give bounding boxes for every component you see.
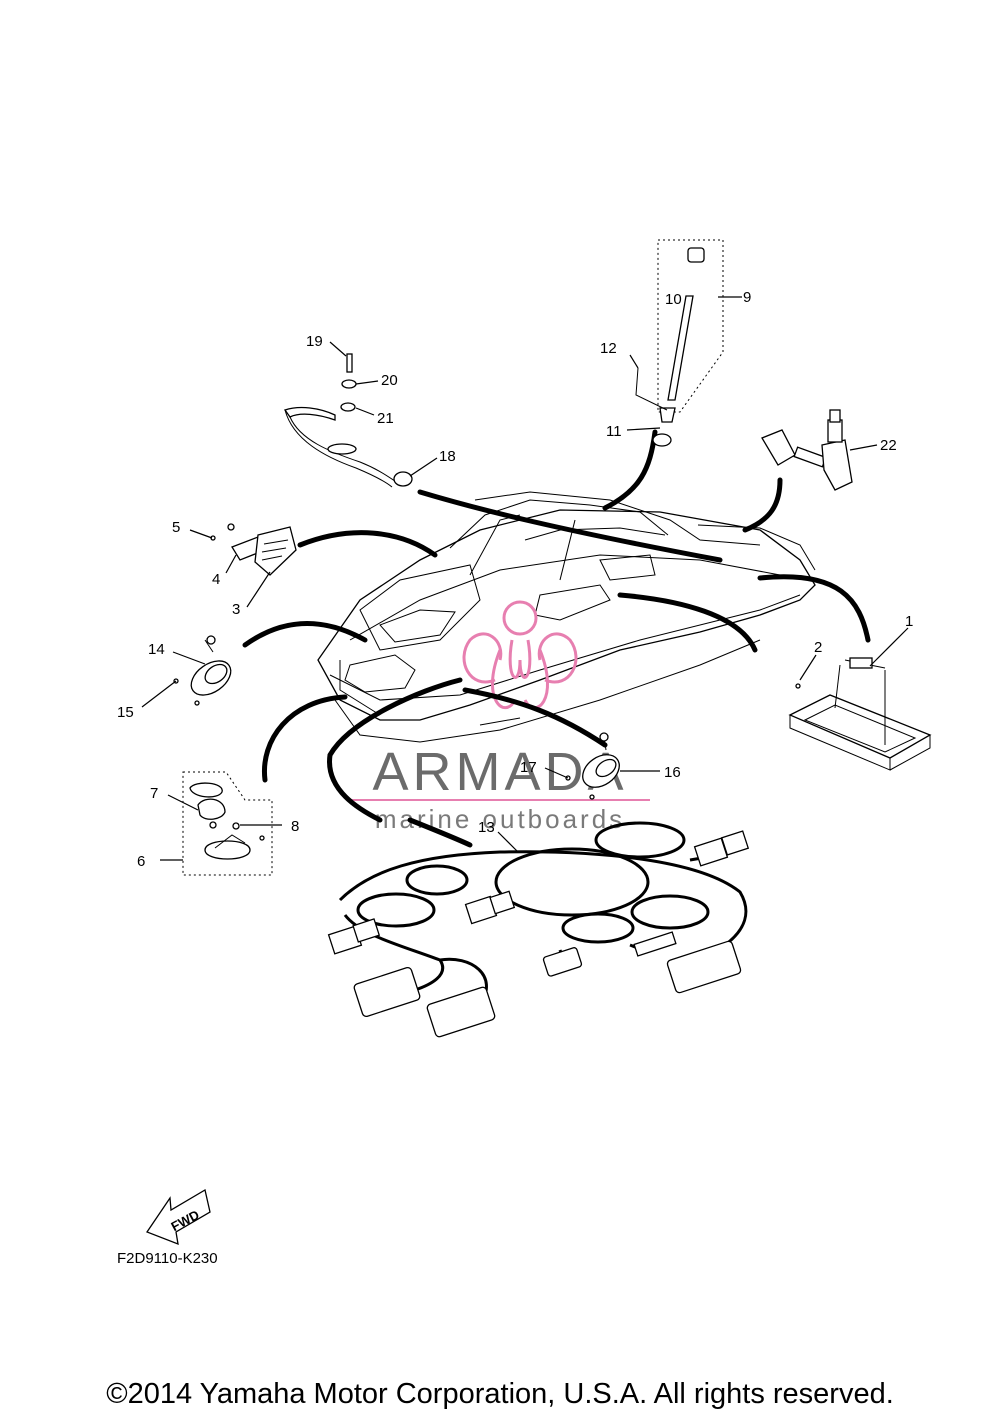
callout-21: 21 xyxy=(377,410,394,427)
callout-11: 11 xyxy=(606,423,622,440)
octopus-logo xyxy=(462,600,578,710)
battery-box xyxy=(788,657,932,771)
armada-watermark: ARMADA marine outboards xyxy=(350,600,650,834)
callout-14: 14 xyxy=(148,641,165,658)
drain-hose-assembly xyxy=(283,353,413,488)
callout-19: 19 xyxy=(306,333,323,350)
switch-assembly xyxy=(182,771,273,876)
callout-3: 3 xyxy=(232,601,240,618)
callout-15: 15 xyxy=(117,704,134,721)
fwd-arrow-icon: FWD xyxy=(146,1188,211,1246)
harness-connectors xyxy=(327,830,750,1038)
callout-18: 18 xyxy=(439,448,456,465)
watermark-brand: ARMADA xyxy=(372,742,627,802)
sensor-assembly xyxy=(761,409,853,491)
callout-numbers: 1 2 3 4 5 6 7 8 9 10 11 12 13 14 15 16 1… xyxy=(117,289,913,870)
leader-lines xyxy=(141,296,909,861)
watermark-tagline: marine outboards xyxy=(375,804,625,834)
callout-10: 10 xyxy=(665,291,682,308)
copyright-notice: ©2014 Yamaha Motor Corporation, U.S.A. A… xyxy=(106,1378,894,1410)
callout-16: 16 xyxy=(664,764,681,781)
callout-20: 20 xyxy=(381,372,398,389)
callout-2: 2 xyxy=(814,639,822,656)
callout-8: 8 xyxy=(291,818,299,835)
callout-4: 4 xyxy=(212,571,220,588)
callout-7: 7 xyxy=(150,785,158,802)
callout-22: 22 xyxy=(880,437,897,454)
diagram-code: F2D9110-K230 xyxy=(117,1250,218,1267)
callout-17: 17 xyxy=(520,759,537,776)
callout-13: 13 xyxy=(478,819,495,836)
callout-12: 12 xyxy=(600,340,617,357)
routing-arrows xyxy=(242,429,871,848)
courtesy-light-right xyxy=(565,732,620,800)
vent-assembly xyxy=(210,523,297,576)
filler-hose-assembly xyxy=(635,239,724,447)
courtesy-light-left xyxy=(173,635,232,706)
callout-1: 1 xyxy=(905,613,913,630)
callout-5: 5 xyxy=(172,519,180,536)
boat-hull xyxy=(317,491,816,743)
callout-9: 9 xyxy=(743,289,751,306)
callout-6: 6 xyxy=(137,853,145,870)
